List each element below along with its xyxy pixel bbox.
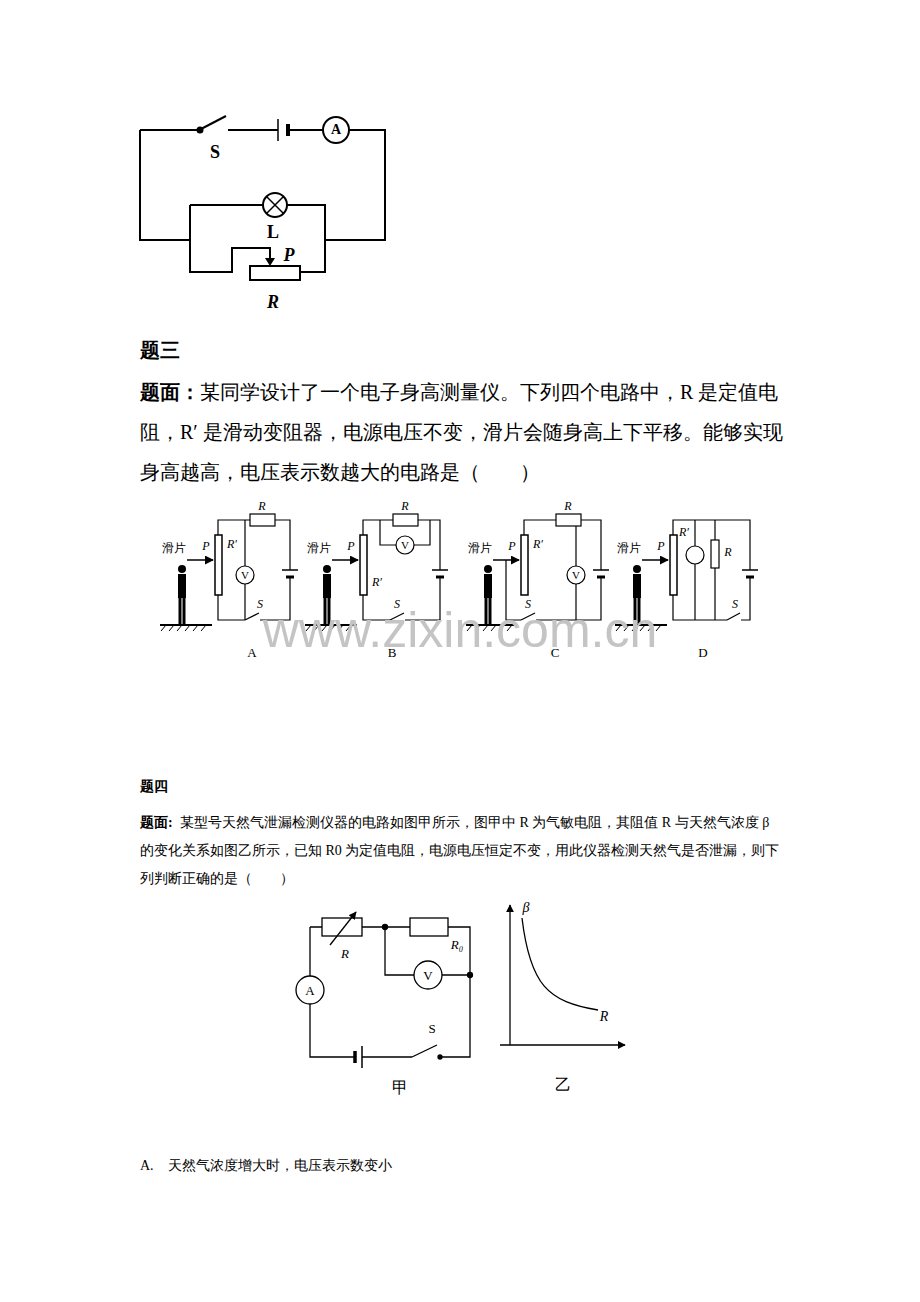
axis-label: R — [600, 1010, 609, 1024]
rheostat-label: R′ — [533, 538, 543, 550]
rheostat-label: R′ — [679, 526, 689, 538]
resistor-label: R — [564, 500, 571, 512]
ammeter-symbol — [323, 117, 349, 143]
question-text: 某同学设计了一个电子身高测量仪。下列四个电路中，R 是定值电阻，R′ 是滑动变阻… — [140, 372, 785, 492]
figure-caption: 乙 — [555, 1077, 571, 1093]
lamp-symbol — [263, 193, 287, 217]
voltmeter-label: V — [423, 969, 432, 982]
ammeter-label: A — [305, 984, 314, 997]
top-circuit — [140, 116, 385, 280]
resistor-label: R₀ — [451, 938, 463, 951]
watermark: www.zixin.com.cn — [263, 605, 658, 655]
lamp-label: L — [267, 223, 279, 241]
option-letter: D — [698, 646, 707, 659]
switch-label: S — [257, 598, 263, 610]
rheostat-symbol — [250, 266, 300, 280]
figure-caption: 甲 — [392, 1080, 408, 1096]
slider-label: P — [202, 540, 209, 552]
gas-sensor-circuit — [296, 912, 473, 1068]
switch-label: S — [732, 598, 738, 610]
slider-label: P — [347, 540, 354, 552]
rheostat-label: R′ — [372, 576, 382, 588]
resistance-graph — [500, 905, 625, 1045]
question-label: 题面: — [140, 809, 173, 837]
resistor-label: R — [258, 500, 265, 512]
option-letter: A — [247, 646, 256, 659]
voltmeter-label: V — [401, 540, 409, 551]
slider-label: P — [284, 246, 295, 264]
sensor-label: R — [341, 947, 349, 960]
question-text: 某型号天然气泄漏检测仪器的电路如图甲所示，图甲中 R 为气敏电阻，其阻值 R 与… — [140, 809, 780, 893]
slider-text: 滑片 — [617, 542, 641, 554]
switch-label: S — [210, 143, 220, 161]
slider-text: 滑片 — [307, 542, 331, 554]
resistor-label: R — [724, 546, 731, 558]
slider-label: P — [657, 540, 664, 552]
rheostat-label: R — [267, 293, 279, 311]
slider-text: 滑片 — [468, 542, 492, 554]
ammeter-label: A — [331, 123, 341, 137]
slider-label: P — [508, 540, 515, 552]
answer-option: A. 天然气浓度增大时，电压表示数变小 — [140, 1155, 840, 1177]
slider-text: 滑片 — [162, 542, 186, 554]
voltmeter-label: V — [241, 570, 249, 581]
question-label: 题面： — [140, 372, 200, 412]
switch-label: S — [428, 1022, 435, 1035]
section-heading: 题三 — [140, 330, 180, 370]
section-heading: 题四 — [140, 777, 168, 797]
rheostat-label: R′ — [227, 538, 237, 550]
resistor-label: R — [401, 500, 408, 512]
axis-label: β — [523, 901, 530, 915]
voltmeter-label: V — [572, 570, 580, 581]
